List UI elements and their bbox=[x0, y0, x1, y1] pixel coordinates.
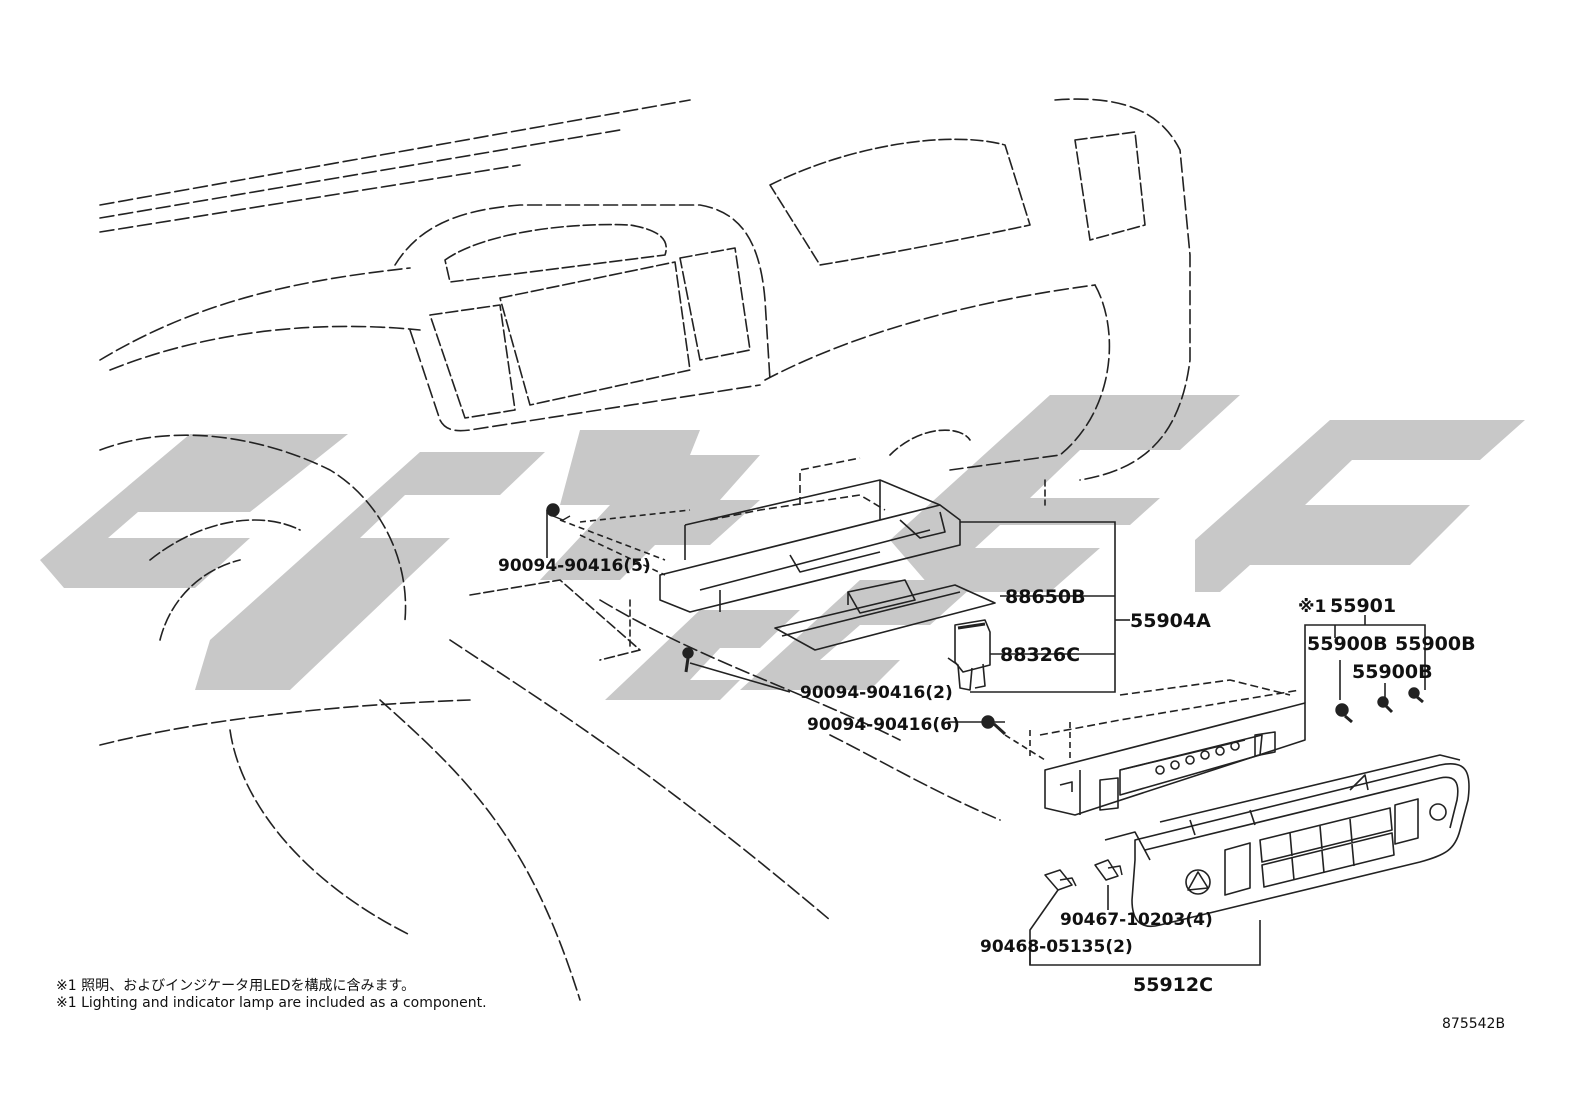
connector-88326c bbox=[947, 619, 991, 691]
label-90467: 90467-10203(4) bbox=[1060, 910, 1213, 930]
label-55912c: 55912C bbox=[1133, 974, 1213, 996]
label-screw-upper: 90094-90416(5) bbox=[498, 556, 651, 576]
leader-lines bbox=[546, 510, 1426, 966]
label-55900b-a: 55900B bbox=[1307, 633, 1388, 655]
figure-number: 875542B bbox=[1442, 1016, 1506, 1032]
control-panel-55912c bbox=[1104, 754, 1470, 927]
clip-icon bbox=[1044, 859, 1123, 891]
center-bracket bbox=[559, 457, 961, 613]
footnote-japanese: ※1 照明、およびインジケータ用LEDを構成に含みます。 bbox=[56, 978, 416, 994]
label-88326c: 88326C bbox=[1000, 644, 1080, 666]
label-55900b-c: 55900B bbox=[1352, 661, 1433, 683]
label-88650b: 88650B bbox=[1005, 586, 1086, 608]
bracket-88650b bbox=[774, 579, 996, 651]
label-55904a: 55904A bbox=[1130, 610, 1211, 632]
label-55900b-b: 55900B bbox=[1395, 633, 1476, 655]
label-55901: 55901 bbox=[1330, 595, 1396, 617]
switch-board-55901 bbox=[1004, 679, 1306, 816]
footnote-english: ※1 Lighting and indicator lamp are inclu… bbox=[56, 995, 487, 1011]
label-90468: 90468-05135(2) bbox=[980, 937, 1133, 957]
label-screw-lower: 90094-90416(2) bbox=[800, 683, 953, 703]
watermark-logo bbox=[40, 395, 1525, 700]
dashboard-outline bbox=[99, 98, 1191, 1001]
label-screw-right: 90094-90416(6) bbox=[807, 715, 960, 735]
note-marker: ※1 bbox=[1298, 597, 1326, 617]
